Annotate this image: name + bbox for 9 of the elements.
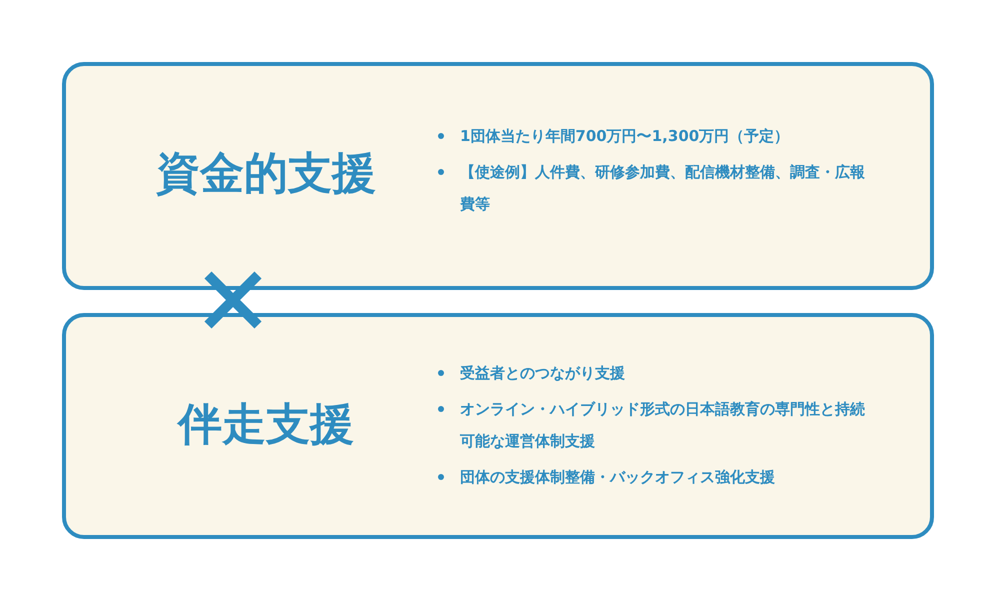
bullet-text: オンライン・ハイブリッド形式の日本語教育の専門性と持続可能な運営体制支援: [460, 400, 865, 450]
bullet-text: 団体の支援体制整備・バックオフィス強化支援: [460, 468, 775, 486]
card-heading: 伴走支援: [176, 398, 355, 452]
bullet-text: 【使途例】人件費、研修参加費、配信機材整備、調査・広報費等: [460, 163, 865, 213]
support-card: [62, 313, 934, 539]
card-heading: 資金的支援: [155, 147, 377, 201]
support-card: [62, 62, 934, 290]
bullet-text: 受益者とのつながり支援: [460, 364, 625, 382]
bullet-text: 1団体当たり年間700万円〜1,300万円（予定）: [460, 127, 790, 145]
